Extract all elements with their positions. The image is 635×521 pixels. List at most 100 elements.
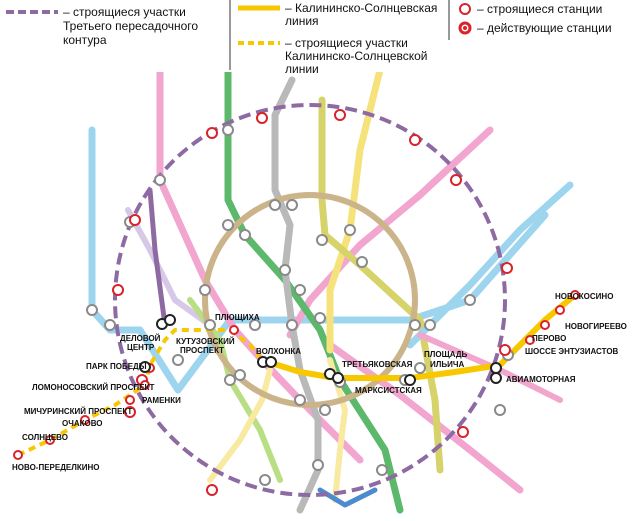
station-dot [286,319,298,331]
kalininsko-construction-line-2 [228,328,264,362]
station-dot [222,219,234,231]
label-ramenki: РАМЕНКИ [142,396,181,405]
building-station [256,112,268,124]
legend-background [0,0,635,72]
light-blue-line-east [406,211,549,324]
station-dot [286,199,298,211]
station-dot [312,459,324,471]
building-station [334,109,346,121]
station-novokosino [570,290,580,300]
ring-line [202,192,418,408]
station-dot [172,354,184,366]
legend-construction-text-2: Калининско-Солнцевской [285,49,428,63]
legend-contour-text-1: – строящиеся участки [63,5,186,19]
lightgreen-line [406,181,574,349]
label-novokosino: НОВОКОСИНО [555,292,613,301]
building-station [112,284,124,296]
legend-construction-text-1: – строящиеся участки [285,36,408,50]
station-shosse [525,335,535,345]
legend-building-station-icon [459,3,471,15]
station-novogireevo [555,305,565,315]
label-aviamotornaya: АВИАМОТОРНАЯ [506,375,576,384]
ploshchad-station [404,374,416,386]
station-dot [222,124,234,136]
label-solntsevo: СОЛНЦЕВО [22,433,68,442]
station-dot [409,319,421,331]
station-dot [279,264,291,276]
volkhonka-station-b [265,356,277,368]
station-dot [316,234,328,246]
station-dot [424,319,436,331]
station-dot [344,224,356,236]
label-novo-peredelkino: НОВО-ПЕРЕДЕЛКИНО [12,463,100,472]
station-dot [414,362,426,374]
legend-active-station-core [463,26,467,30]
kalininsko-stations [13,290,580,460]
aviamotornaya-station-b [490,372,502,384]
station-dot [294,394,306,406]
purple-line [147,187,168,328]
building-station [206,484,218,496]
metro-lines [88,64,574,514]
label-delovoy-1: ДЕЛОВОЙ [120,334,161,343]
station-ramenki [140,380,150,390]
tretyakovskaya-station-b [332,372,344,384]
legend-kalininsko-text-1: – Калининско-Солнцевская [285,1,437,15]
building-station [501,262,513,274]
label-volkhonka: ВОЛХОНКА [256,347,301,356]
legend: – строящиеся участки Третьего пересадочн… [0,0,635,76]
third-contour [113,103,507,497]
station-dot [269,199,281,211]
label-novogireevo: НОВОГИРЕЕВО [565,322,627,331]
kalininsko-line [267,292,577,381]
park-pobedy-station [139,361,151,373]
legend-construction-text-3: линии [285,62,319,76]
kalininsko-construction-line [17,328,230,457]
contour-stations [112,109,513,496]
station-dot [199,284,211,296]
label-ploshchad-2: ИЛЬИЧА [430,360,464,369]
building-station [457,426,469,438]
station-dot [294,284,306,296]
station-dot [376,464,388,476]
light-yellow-west [207,367,273,483]
station-dot [104,319,116,331]
label-plyushchikha: ПЛЮЩИХА [215,313,260,322]
station-dot [494,404,506,416]
delovoy-station-b [164,314,176,326]
station-perovo [540,320,550,330]
station-labels: НОВОКОСИНО НОВОГИРЕЕВО ПЕРОВО ШОССЕ ЭНТУ… [12,292,627,472]
green-line [224,66,404,514]
station-dot [259,474,271,486]
label-shosse: ШОССЕ ЭНТУЗИАСТОВ [525,347,619,356]
legend-contour-text-2: Третьего пересадочного [63,19,198,33]
station-dot [86,304,98,316]
station-dot [239,229,251,241]
blue-line [317,487,378,508]
station-dot [249,319,261,331]
grey-line [271,76,322,514]
legend-contour-text-3: контура [63,33,107,47]
label-kutuzovsky-2: ПРОСПЕКТ [180,346,224,355]
label-marksistskaya: МАРКСИСТСКАЯ [355,386,422,395]
building-station [409,134,421,146]
station-solntsevo [45,435,55,445]
building-station [124,406,136,418]
station-dot [154,174,166,186]
station-dot [234,369,246,381]
station-dot [224,374,236,386]
building-station [450,174,462,186]
label-kutuzovsky-1: КУТУЗОВСКИЙ [176,337,235,346]
label-ochakovo: ОЧАКОВО [62,419,103,428]
building-station [129,214,141,226]
label-delovoy-2: ЦЕНТР [127,343,155,352]
station-dot [319,404,331,416]
station-dot [314,312,326,324]
building-station [499,344,511,356]
building-station [206,127,218,139]
lavender-line [125,207,213,328]
legend-active-text: – действующие станции [477,21,612,35]
legend-kalininsko-text-2: линия [285,14,319,28]
label-michurinsky: МИЧУРИНСКИЙ ПРОСПЕКТ [24,407,132,416]
